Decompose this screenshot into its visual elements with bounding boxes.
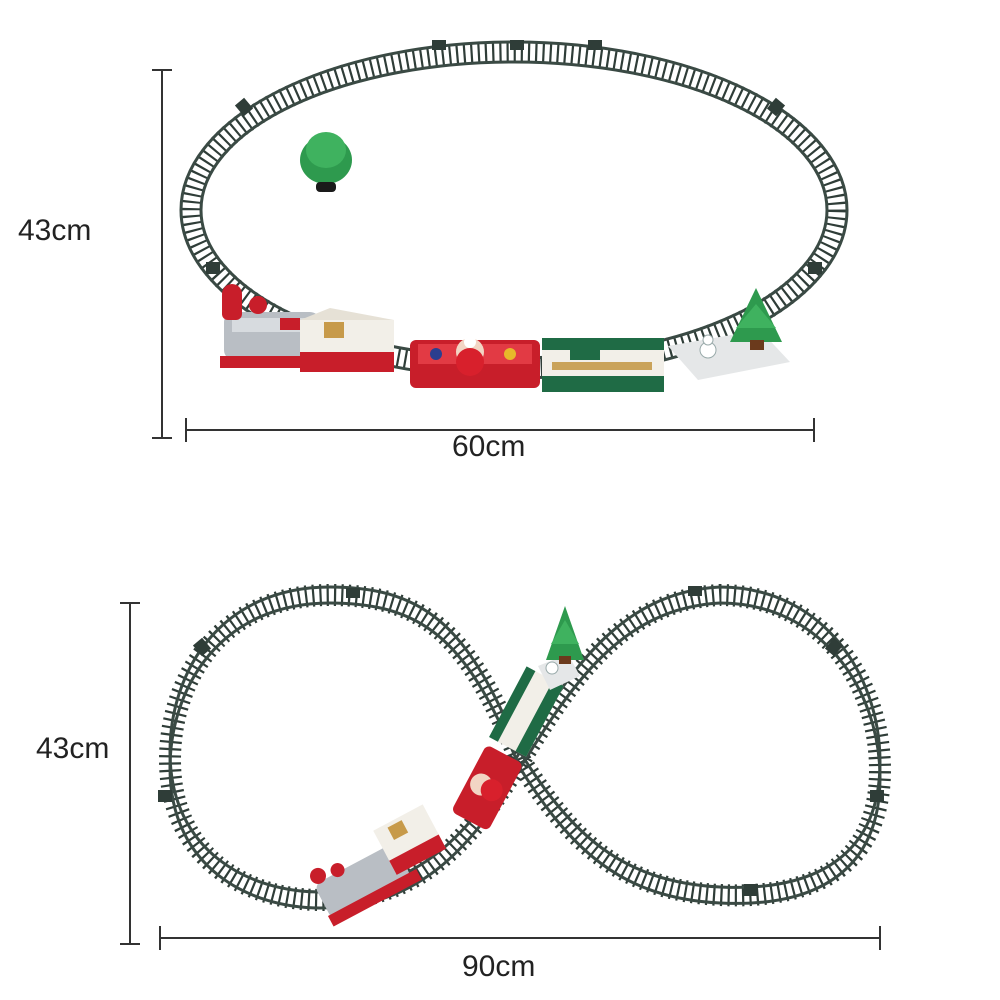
santa-figure-icon [456, 336, 484, 376]
christmas-tree-icon [730, 288, 782, 350]
figure-eight-track-layout [120, 583, 892, 950]
oval-height-label: 43cm [18, 214, 92, 247]
oval-height-dimension [152, 69, 172, 439]
flat-car [668, 288, 790, 380]
flat-car [538, 606, 584, 690]
oval-width-label: 60cm [452, 430, 526, 463]
passenger-coach [489, 666, 564, 757]
passenger-coach [542, 338, 664, 392]
eight-width-dimension [159, 926, 881, 950]
oval-track-connectors [206, 40, 822, 274]
locomotive [310, 804, 447, 927]
santa-car [453, 746, 522, 830]
snowman-figure-icon [545, 661, 559, 675]
figure-eight-train [310, 606, 584, 927]
oval-track-layout [152, 40, 849, 442]
figure-eight-height-label: 43cm [36, 732, 110, 765]
locomotive [220, 284, 394, 372]
oval-train [220, 284, 790, 392]
santa-car [410, 336, 540, 388]
christmas-tree-icon [546, 606, 584, 664]
figure-eight-track-ties [158, 583, 892, 912]
christmas-tree-icon [300, 132, 352, 192]
santa-figure-icon [470, 773, 503, 802]
figure-eight-width-label: 90cm [462, 950, 536, 983]
oval-width-dimension [185, 418, 815, 442]
figure-eight-connectors [158, 586, 884, 896]
eight-height-dimension [120, 602, 140, 945]
snowman-figure-icon [699, 334, 717, 359]
